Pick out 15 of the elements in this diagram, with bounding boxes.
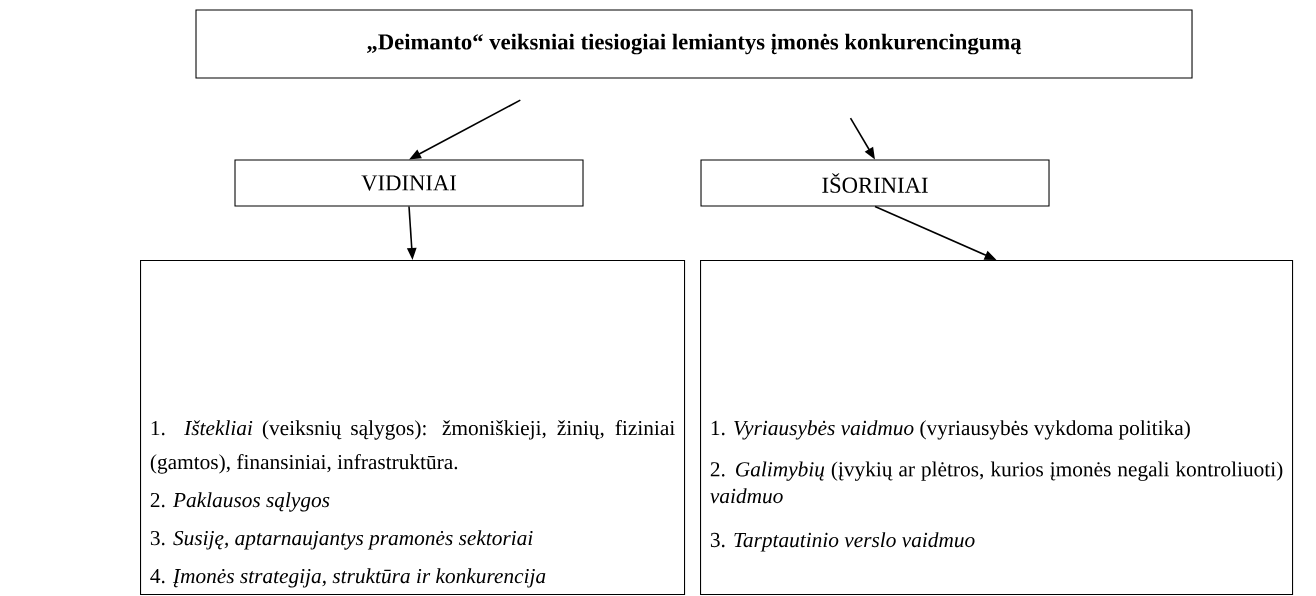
list-item: 1. Vyriausybės vaidmuo (vyriausybės vykdoma politika) [711, 420, 1190, 440]
category-label: IŠORINIAI [822, 173, 928, 193]
category-box [700, 159, 1050, 207]
list-item: 3. Susiję, aptarnaujantys pramonės sektoriai [150, 530, 533, 550]
list-box [700, 260, 1294, 596]
list-item: 4. Įmonės strategija, struktūra ir konkurencija [150, 568, 546, 588]
list-item: 2. Galimybių (įvykių ar plėtros, kurios įmonės negali kontroliuoti) vaidmuo [710, 461, 1283, 504]
category-box [234, 159, 584, 207]
title-box [195, 9, 1193, 79]
list-box [140, 260, 686, 596]
category-label: VIDINIAI [361, 175, 457, 191]
list-item: 2. Paklausos sąlygos [150, 492, 330, 512]
list-item: 3. Tarptautinio verslo vaidmuo [710, 532, 975, 552]
list-item: 1. Ištekliai (veiksnių sąlygos): žmoniškieji, žinių, fiziniai (gamtos), finansiniai, infrastruktūra. [150, 420, 675, 474]
title-text: „Deimanto“ veiksniai tiesiogiai lemiantys įmonės konkurencingumą [367, 33, 1022, 55]
